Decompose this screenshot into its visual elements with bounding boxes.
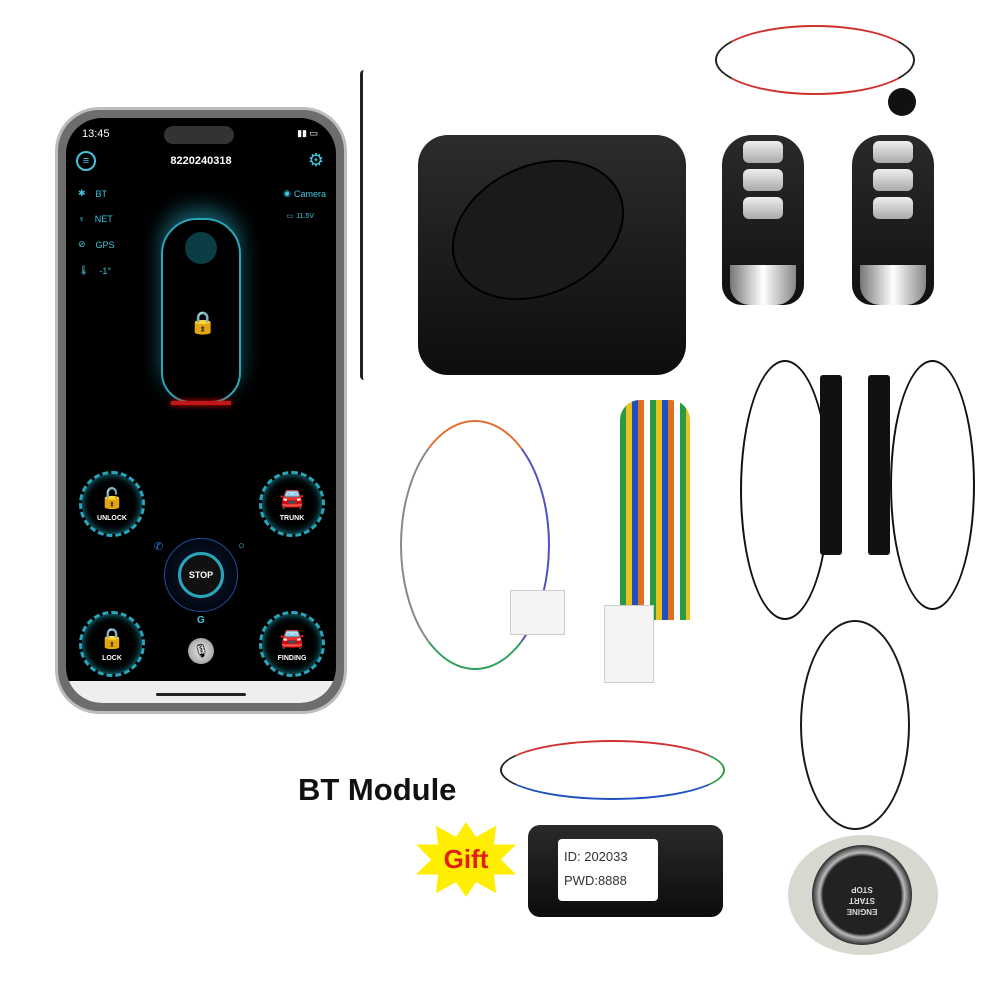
remote-key-fob: [852, 135, 934, 305]
phone-call-icon[interactable]: ✆: [154, 541, 164, 553]
smartphone: 13:45 ▮▮ ▭ ≡ 8220240318 ⚙ ✱BT ♆NET ⊘GPS …: [55, 107, 347, 714]
lock-icon: 🔒: [99, 628, 125, 650]
refresh-icon[interactable]: ○: [238, 540, 245, 552]
status-time: 13:45: [82, 128, 110, 140]
antenna-wire: [360, 70, 364, 380]
harness-connector: [510, 590, 565, 635]
car-top-view: 🔒: [161, 218, 241, 405]
status-net: ♆NET: [78, 214, 113, 224]
fan-icon: [185, 232, 217, 264]
bt-module-label: BT Module: [298, 772, 457, 807]
control-box-oval: [428, 133, 648, 327]
tail-lights: [171, 401, 231, 405]
harness-connector: [604, 605, 654, 683]
antenna-icon: ♆: [78, 214, 85, 224]
wire-harness: [620, 400, 690, 620]
rfid-antenna: [820, 375, 842, 555]
finding-button[interactable]: 🚘FINDING: [259, 611, 325, 677]
wire-harness: [400, 420, 550, 670]
status-temperature: 🌡-1°: [78, 265, 112, 276]
sensor-wire: [715, 25, 915, 95]
unlock-icon: 🔓: [99, 488, 125, 510]
unlock-button[interactable]: 🔓UNLOCK: [79, 471, 145, 537]
camera-button[interactable]: ◉Camera: [283, 188, 326, 199]
bluetooth-icon: ✱: [78, 188, 86, 198]
engine-stop-button[interactable]: STOP: [178, 552, 224, 598]
gear-icon[interactable]: ⚙: [307, 150, 324, 170]
shock-sensor: [888, 88, 916, 116]
device-id: 8220240318: [170, 155, 232, 167]
control-box: [418, 133, 686, 375]
car-search-icon: 🚘: [279, 628, 305, 650]
battery-icon: ▮▮ ▭: [297, 128, 318, 138]
app-screen: 13:45 ▮▮ ▭ ≡ 8220240318 ⚙ ✱BT ♆NET ⊘GPS …: [66, 118, 336, 703]
car-icon: 🚘: [279, 488, 305, 510]
home-bar-area: [66, 681, 336, 703]
gift-burst: Gift: [416, 822, 516, 897]
home-indicator: [156, 693, 246, 696]
lock-icon: 🔒: [189, 310, 217, 335]
status-bt: ✱BT: [78, 188, 108, 199]
gps-icon: ⊘: [78, 239, 86, 249]
remote-key-fob: [722, 135, 804, 305]
microphone-icon: 🎙: [192, 643, 210, 658]
lock-button[interactable]: 🔒LOCK: [79, 611, 145, 677]
car-battery-icon: ▭: [286, 213, 294, 220]
camera-icon: ◉: [283, 188, 291, 198]
menu-icon[interactable]: ≡: [76, 151, 96, 171]
trunk-button[interactable]: 🚘TRUNK: [259, 471, 325, 537]
bt-module-wire: [500, 740, 725, 800]
status-gps: ⊘GPS: [78, 239, 115, 250]
voltage-readout: ▭11.5V: [286, 212, 314, 221]
g-button[interactable]: G: [197, 615, 205, 626]
antenna-cable: [740, 360, 830, 620]
dynamic-island: [164, 126, 234, 144]
rfid-antenna: [868, 375, 890, 555]
antenna-cable: [890, 360, 975, 610]
start-button-cable: [800, 620, 910, 830]
thermometer-icon: 🌡: [78, 265, 90, 275]
microphone-button[interactable]: 🎙: [188, 638, 214, 664]
